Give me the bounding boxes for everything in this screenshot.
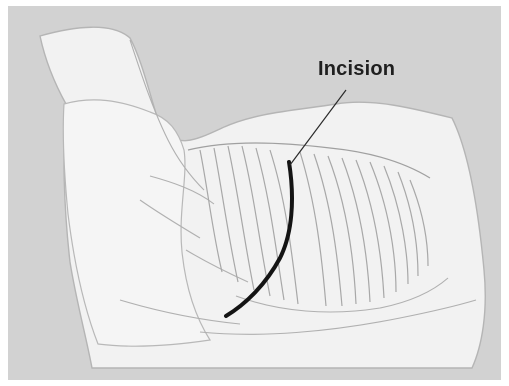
incision-label: Incision [318,58,395,81]
